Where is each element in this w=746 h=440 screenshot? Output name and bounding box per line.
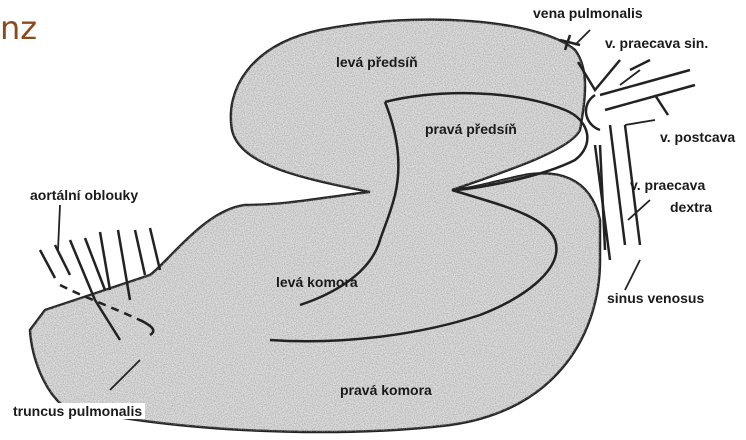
label-leva-predsin: levá předsíň bbox=[336, 55, 418, 69]
label-leva-komora: levá komora bbox=[276, 275, 358, 289]
heart-body bbox=[30, 20, 600, 432]
label-vena-pulmonalis: vena pulmonalis bbox=[533, 6, 643, 20]
slide-title-fragment: nz bbox=[0, 12, 37, 44]
label-aortalni-oblouky: aortální oblouky bbox=[30, 188, 138, 202]
label-prava-predsin: pravá předsíň bbox=[425, 122, 517, 136]
label-v-postcava: v. postcava bbox=[660, 130, 735, 144]
label-prava-komora: pravá komora bbox=[340, 383, 432, 397]
label-sinus-venosus: sinus venosus bbox=[607, 291, 704, 305]
label-v-praecava-sin: v. praecava sin. bbox=[602, 35, 711, 51]
label-v-praecava-dextra-line1: v. praecava bbox=[630, 178, 705, 192]
label-truncus-pulmonalis: truncus pulmonalis bbox=[10, 403, 145, 419]
label-v-praecava-dextra-line2: dextra bbox=[670, 200, 712, 214]
